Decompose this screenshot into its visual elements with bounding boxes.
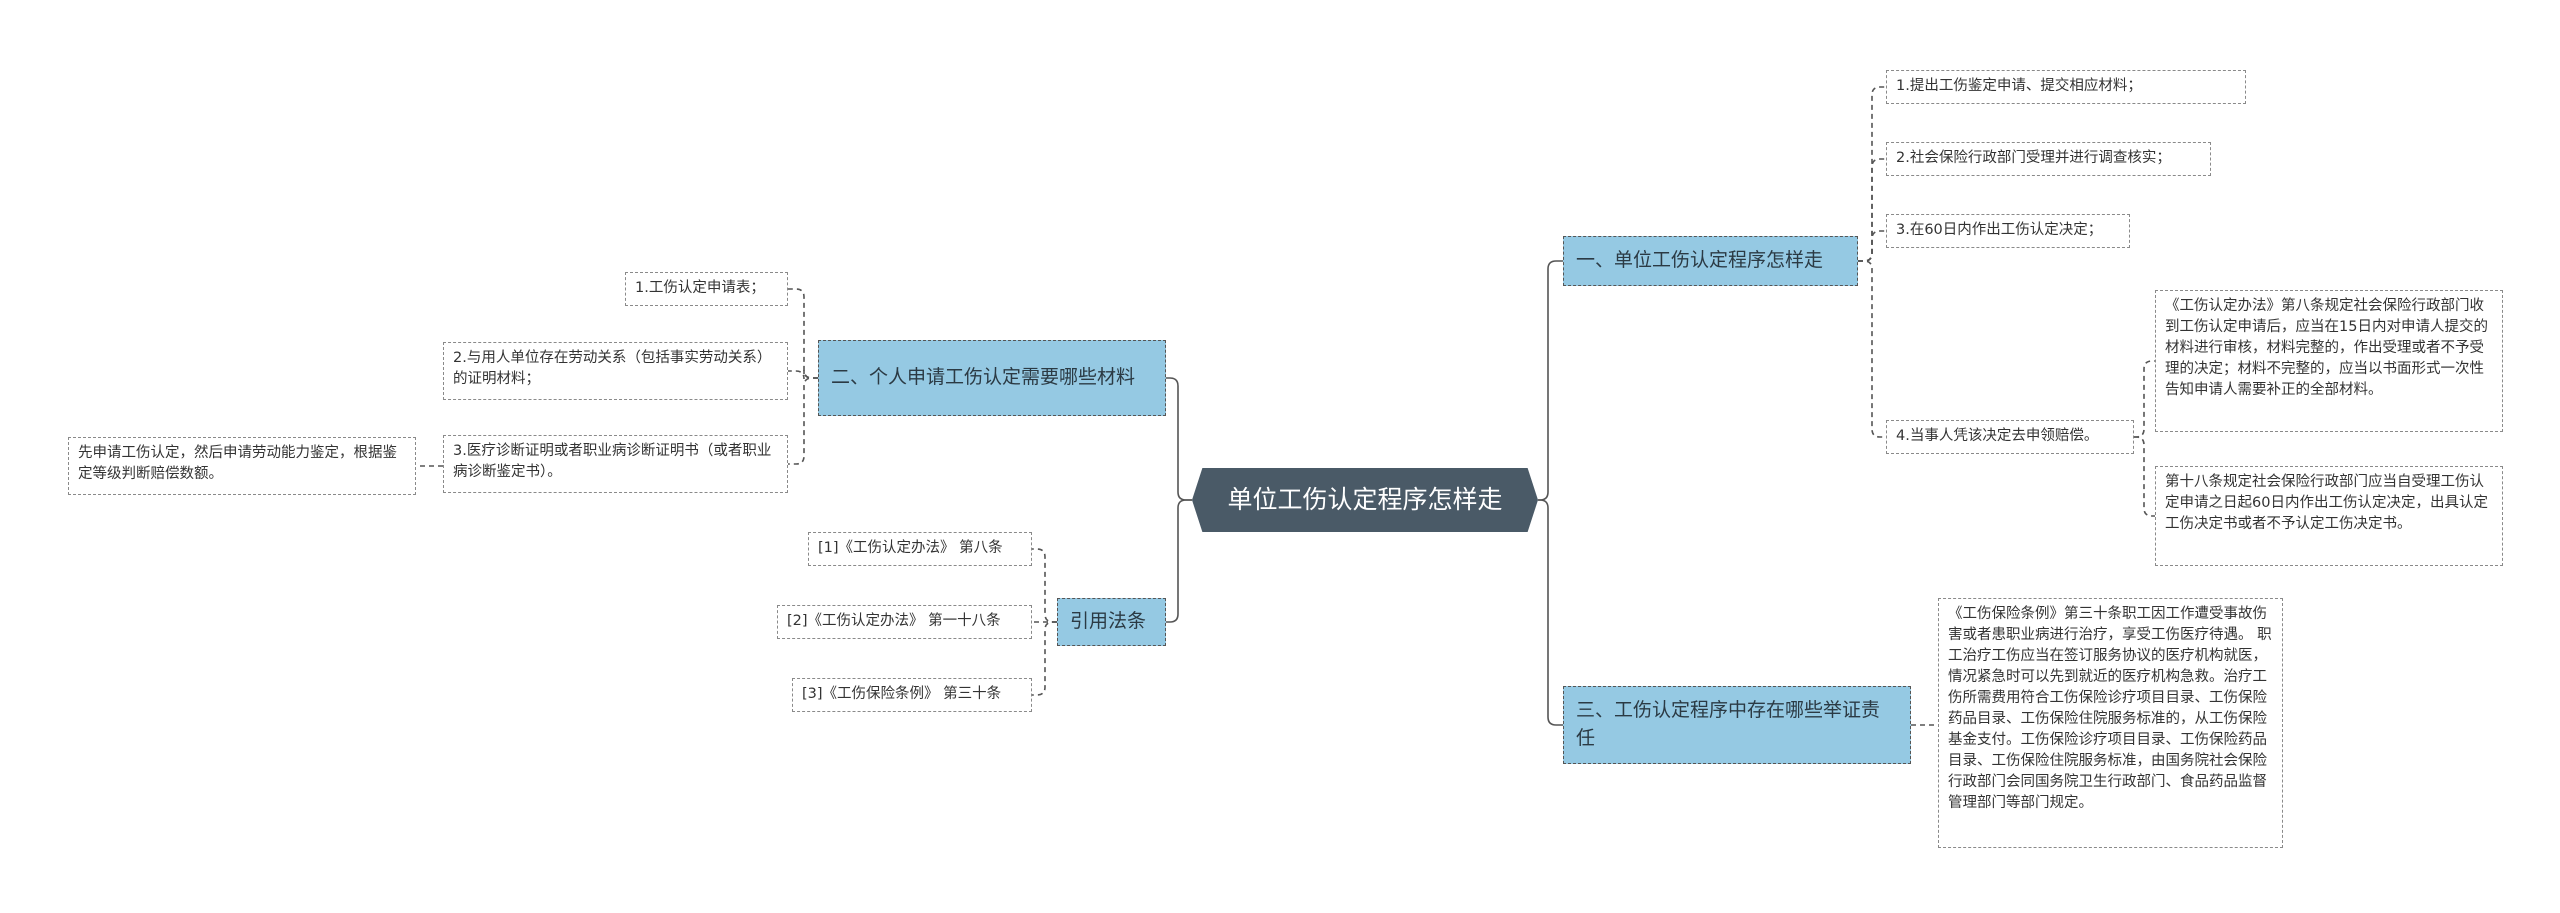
branch-citations[interactable]: 引用法条	[1057, 598, 1166, 646]
link-b1-step4	[1858, 260, 1886, 438]
leaf-citation-1[interactable]: [1]《工伤认定办法》 第八条	[808, 532, 1032, 566]
link-root-branch4	[1166, 499, 1192, 623]
leaf-step-2[interactable]: 2.社会保险行政部门受理并进行调查核实；	[1886, 142, 2211, 176]
link-b4-c3	[1032, 621, 1057, 696]
branch-burden-of-proof[interactable]: 三、工伤认定程序中存在哪些举证责任	[1563, 686, 1911, 764]
leaf-article-18-detail[interactable]: 第十八条规定社会保险行政部门应当自受理工伤认定申请之日起60日内作出工伤认定决定…	[2155, 466, 2503, 566]
leaf-medical-diagnosis-proof[interactable]: 3.医疗诊断证明或者职业病诊断证明书（或者职业病诊断鉴定书）。	[443, 435, 788, 493]
link-b2-medical	[788, 377, 818, 465]
link-b1-step2	[1858, 158, 1886, 262]
leaf-step-4[interactable]: 4.当事人凭该决定去申领赔偿。	[1886, 420, 2134, 454]
link-b2-labor	[788, 369, 818, 380]
leaf-application-form[interactable]: 1.工伤认定申请表；	[625, 272, 788, 306]
link-step4-art18	[2134, 436, 2155, 517]
link-root-branch2	[1166, 377, 1192, 501]
link-root-branch1	[1538, 260, 1563, 501]
leaf-article-30-detail[interactable]: 《工伤保险条例》第三十条职工因工作遭受事故伤害或者患职业病进行治疗，享受工伤医疗…	[1938, 598, 2283, 848]
leaf-step-3[interactable]: 3.在60日内作出工伤认定决定；	[1886, 214, 2130, 248]
link-step4-art8	[2134, 360, 2155, 438]
leaf-citation-3[interactable]: [3]《工伤保险条例》 第三十条	[792, 678, 1032, 712]
leaf-step-1[interactable]: 1.提出工伤鉴定申请、提交相应材料；	[1886, 70, 2246, 104]
root-topic[interactable]: 单位工伤认定程序怎样走	[1192, 468, 1538, 532]
link-b4-c1	[1032, 548, 1057, 623]
link-root-branch3	[1538, 499, 1563, 726]
leaf-apply-first-note[interactable]: 先申请工伤认定，然后申请劳动能力鉴定，根据鉴定等级判断赔偿数额。	[68, 437, 416, 495]
leaf-citation-2[interactable]: [2]《工伤认定办法》 第一十八条	[777, 605, 1032, 639]
leaf-article-8-detail[interactable]: 《工伤认定办法》第八条规定社会保险行政部门收到工伤认定申请后，应当在15日内对申…	[2155, 290, 2503, 432]
leaf-labor-relation-proof[interactable]: 2.与用人单位存在劳动关系（包括事实劳动关系）的证明材料；	[443, 342, 788, 400]
branch-procedure[interactable]: 一、单位工伤认定程序怎样走	[1563, 236, 1858, 286]
branch-materials[interactable]: 二、个人申请工伤认定需要哪些材料	[818, 340, 1166, 416]
link-b2-form	[788, 288, 818, 379]
